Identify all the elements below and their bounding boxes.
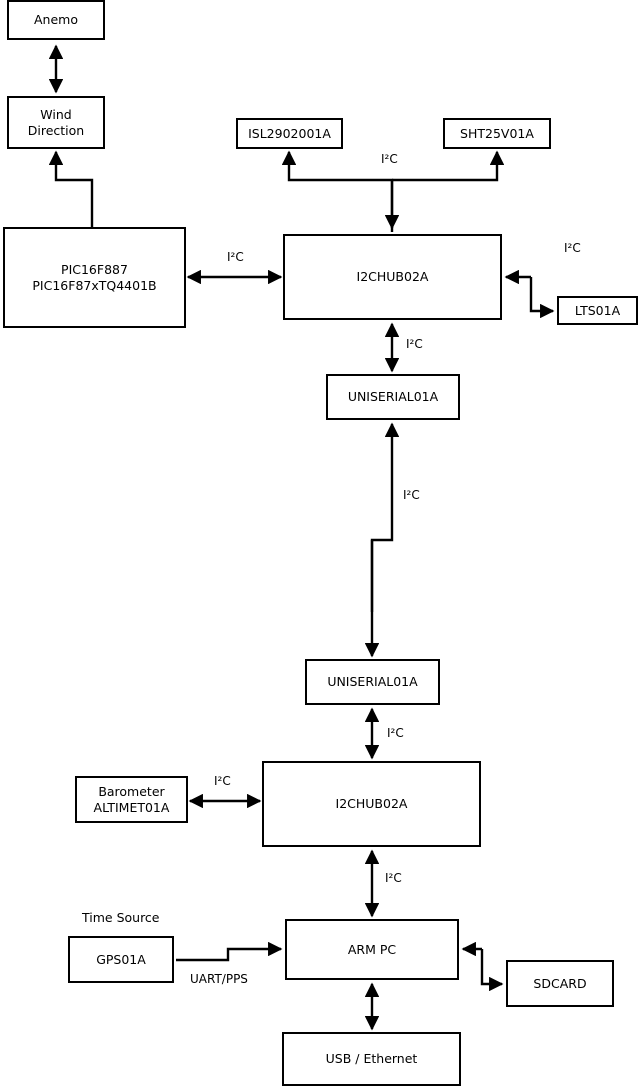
connector-uniserial-link xyxy=(364,422,400,658)
node-gps01a[interactable]: GPS01A xyxy=(68,936,174,983)
node-uniserial01a-bottom[interactable]: UNISERIAL01A xyxy=(305,659,440,705)
node-sdcard[interactable]: SDCARD xyxy=(506,960,614,1007)
node-anemo[interactable]: Anemo xyxy=(7,0,105,40)
connector-armpc-sdcard xyxy=(461,941,504,992)
label-time-source: Time Source xyxy=(82,910,160,925)
node-uniserial01a-top[interactable]: UNISERIAL01A xyxy=(326,374,460,420)
edge-label-barometer-hub2: I²C xyxy=(214,774,231,788)
connector-pic-wind xyxy=(48,150,94,227)
node-i2chub02a-top[interactable]: I2CHUB02A xyxy=(283,234,502,320)
node-isl2902001a[interactable]: ISL2902001A xyxy=(236,118,343,149)
edge-label-hub-uniserial: I²C xyxy=(406,337,423,351)
connector-gps-armpc xyxy=(176,941,283,962)
node-i2chub02a-bottom[interactable]: I2CHUB02A xyxy=(262,761,481,847)
node-arm-pc[interactable]: ARM PC xyxy=(285,919,459,980)
node-lts01a[interactable]: LTS01A xyxy=(557,296,638,325)
node-wind-direction[interactable]: Wind Direction xyxy=(7,96,105,149)
edge-label-gps-armpc: UART/PPS xyxy=(190,972,248,986)
node-sht25v01a[interactable]: SHT25V01A xyxy=(443,118,551,149)
edge-label-pic-hub: I²C xyxy=(227,250,244,264)
edge-label-hub-lts: I²C xyxy=(564,241,581,255)
edge-label-uniserial-hub2: I²C xyxy=(387,726,404,740)
connector-hubtop-lts xyxy=(504,269,555,319)
edge-label-hub2-armpc: I²C xyxy=(385,871,402,885)
edge-label-top-bus: I²C xyxy=(381,152,398,166)
edge-label-uniserial-link: I²C xyxy=(403,488,420,502)
node-usb-ethernet[interactable]: USB / Ethernet xyxy=(282,1032,461,1086)
node-pic-microcontroller[interactable]: PIC16F887 PIC16F87xTQ4401B xyxy=(3,227,186,328)
node-barometer-altimet01a[interactable]: Barometer ALTIMET01A xyxy=(75,776,188,823)
